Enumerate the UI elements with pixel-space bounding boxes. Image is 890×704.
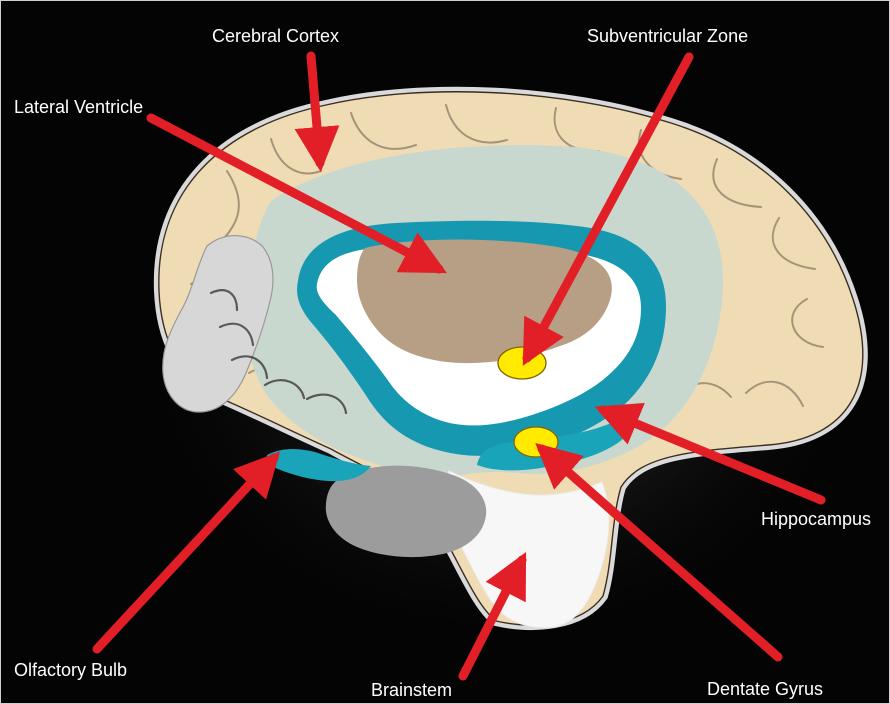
label-olfactory-bulb: Olfactory Bulb	[14, 659, 127, 681]
cerebellum-gray-region	[326, 466, 486, 557]
subventricular-zone-marker	[498, 347, 546, 379]
label-lateral-ventricle: Lateral Ventricle	[14, 96, 143, 118]
label-hippocampus: Hippocampus	[761, 508, 871, 530]
label-brainstem: Brainstem	[371, 679, 452, 701]
label-dentate-gyrus: Dentate Gyrus	[707, 678, 823, 700]
label-cerebral-cortex: Cerebral Cortex	[212, 25, 339, 47]
label-subventricular-zone: Subventricular Zone	[587, 25, 748, 47]
